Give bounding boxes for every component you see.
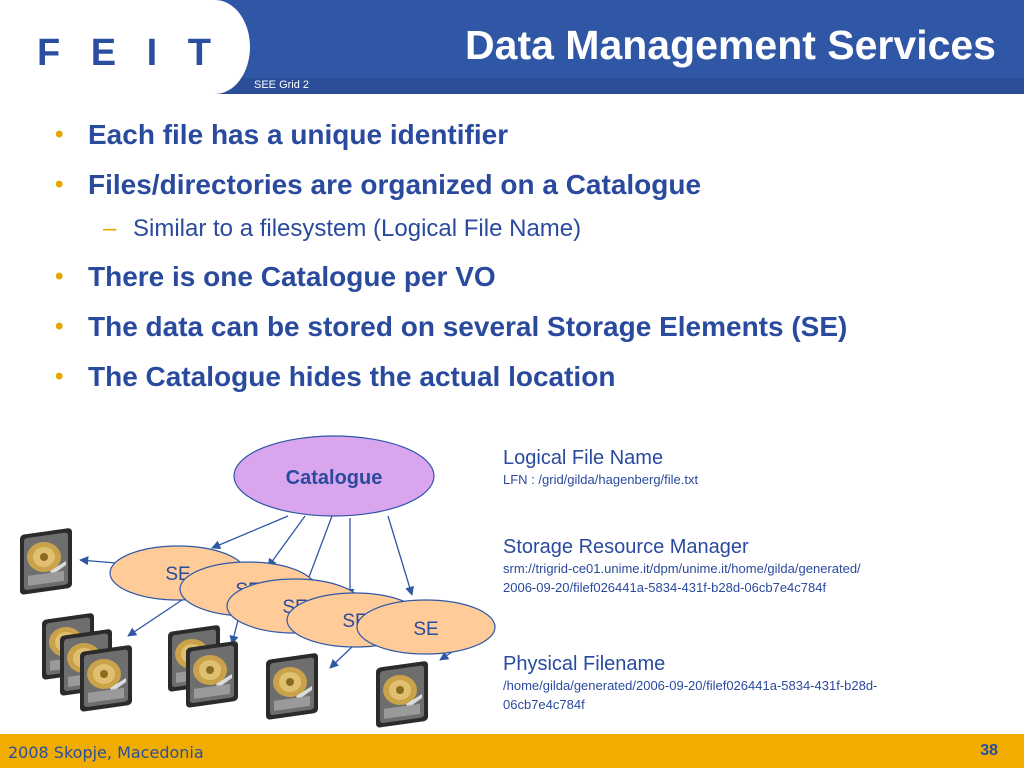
sub-bullet-item: –Similar to a filesystem (Logical File N…: [55, 212, 1015, 254]
arrow-se-disk: [229, 619, 239, 645]
srm-value-line-1: srm://trigrid-ce01.unime.it/dpm/unime.it…: [503, 561, 861, 576]
bullet-item: • Each file has a unique identifier: [55, 112, 1015, 162]
srm-value-line-2: 2006-09-20/filef026441a-5834-431f-b28d-0…: [503, 580, 827, 595]
dash-icon: –: [103, 215, 117, 242]
bullet-text: The data can be stored on several Storag…: [88, 311, 848, 342]
catalogue-node: [233, 435, 435, 517]
hard-disk-icon: [376, 660, 428, 728]
hard-disk-icon: [20, 527, 72, 595]
bullet-text: Files/directories are organized on a Cat…: [88, 169, 702, 200]
bullet-list: • Each file has a unique identifier • File…: [55, 112, 1015, 404]
bullet-text: The Catalogue hides the actual location: [88, 361, 616, 392]
bullet-text: There is one Catalogue per VO: [88, 261, 496, 292]
page-number: 38: [980, 742, 998, 759]
bullet-item: • The data can be stored on several Stora…: [55, 304, 1015, 354]
arrow-catalogue-se1: [211, 515, 289, 550]
srm-block: Storage Resource Manager srm://trigrid-c…: [503, 535, 861, 597]
bullet-item: • Files/directories are organized on a Ca…: [55, 162, 1015, 212]
lfn-value: LFN : /grid/gilda/hagenberg/file.txt: [503, 472, 699, 487]
bullet-dot-icon: •: [55, 263, 64, 290]
bullet-dot-icon: •: [55, 363, 64, 390]
arrow-catalogue-se2: [267, 515, 306, 568]
footer-bar: 2008 Skopje, Macedonia 38: [0, 734, 1024, 768]
arrow-se-disk: [127, 597, 186, 637]
pfn-block: Physical Filename /home/gilda/generated/…: [503, 652, 877, 714]
pfn-value-line-1: /home/gilda/generated/2006-09-20/filef02…: [503, 678, 878, 693]
bullet-text: Each file has a unique identifier: [88, 119, 509, 150]
arrow-catalogue-se5: [387, 515, 414, 596]
bullet-dot-icon: •: [55, 121, 64, 148]
logo-pane: F E I T: [0, 0, 250, 94]
slide-subtitle: SEE Grid 2: [254, 79, 310, 91]
sub-bullet-text: Similar to a filesystem (Logical File Na…: [133, 215, 582, 242]
arrow-se-disk: [329, 643, 356, 669]
hard-disk-icon: [80, 644, 132, 712]
bullet-item: • The Catalogue hides the actual location: [55, 354, 1015, 404]
pfn-value-line-2: 06cb7e4c784f: [503, 697, 585, 712]
bullet-item: • There is one Catalogue per VO: [55, 254, 1015, 304]
arrow-catalogue-se3: [304, 515, 333, 586]
hard-disk-icon: [186, 640, 238, 708]
lfn-title: Logical File Name: [503, 447, 664, 469]
feit-logo: F E I T: [37, 32, 221, 74]
bullet-dot-icon: •: [55, 313, 64, 340]
catalogue-label: Catalogue: [286, 467, 383, 489]
lfn-block: Logical File Name LFN : /grid/gilda/hage…: [503, 446, 698, 489]
header-strip: [0, 78, 1024, 94]
slide-title: Data Management Services: [465, 22, 996, 68]
bullet-dot-icon: •: [55, 171, 64, 198]
pfn-title: Physical Filename: [503, 653, 666, 675]
footer-event: 2008 Skopje, Macedonia: [8, 743, 204, 762]
srm-title: Storage Resource Manager: [503, 536, 749, 558]
se-label: SE: [413, 619, 438, 640]
data-management-diagram: Catalogue SE SE SE SE SE: [20, 435, 496, 728]
se-node: [356, 599, 496, 655]
hard-disk-icon: [266, 652, 318, 720]
